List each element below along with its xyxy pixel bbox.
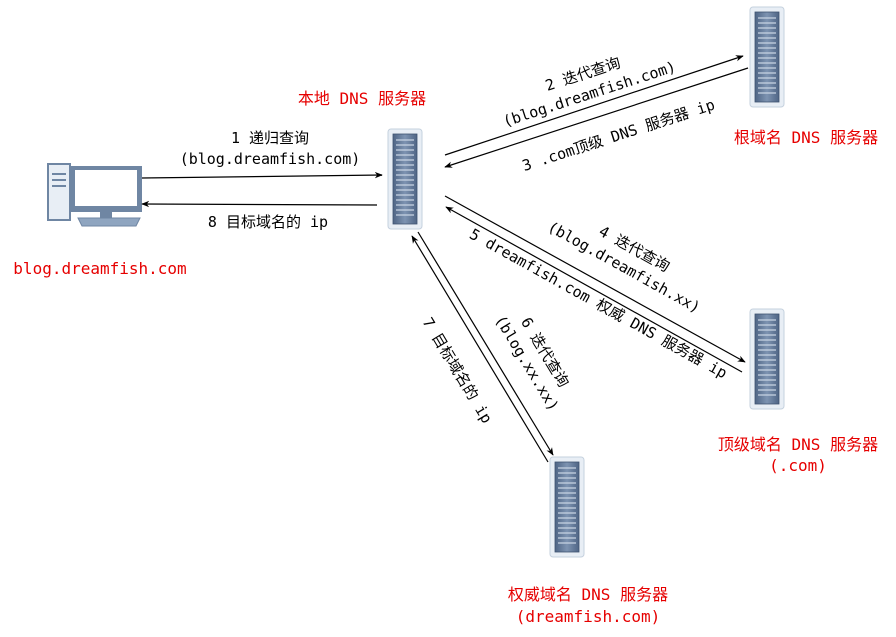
auth-dns-label-line2: (dreamfish.com) bbox=[516, 607, 661, 626]
root-dns-label: 根域名 DNS 服务器 bbox=[734, 128, 878, 147]
arrow-step6 bbox=[417, 231, 554, 456]
arrow-step7 bbox=[411, 235, 549, 463]
root-dns-server-icon bbox=[749, 6, 785, 108]
local-dns-label: 本地 DNS 服务器 bbox=[298, 89, 426, 108]
arrow-step4 bbox=[444, 195, 746, 363]
tld-dns-label-line1: 顶级域名 DNS 服务器 bbox=[718, 435, 878, 454]
local-dns-server-icon bbox=[387, 128, 423, 230]
computer-icon bbox=[47, 163, 142, 227]
arrow-step3 bbox=[444, 67, 749, 168]
step1-label-line1: 1 递归查询 bbox=[231, 129, 309, 147]
auth-dns-label-line1: 权威域名 DNS 服务器 bbox=[508, 585, 668, 604]
auth-dns-server-icon bbox=[549, 456, 585, 558]
tld-dns-server-icon bbox=[749, 308, 785, 410]
step1-label-line2: (blog.dreamfish.com) bbox=[180, 150, 361, 168]
step7-label: 7 目标域名的 ip bbox=[419, 314, 496, 426]
arrow-step1 bbox=[141, 171, 383, 179]
tld-dns-label-line2: (.com) bbox=[769, 456, 827, 475]
step8-label: 8 目标域名的 ip bbox=[208, 213, 328, 231]
arrow-step8 bbox=[141, 200, 378, 208]
client-label: blog.dreamfish.com bbox=[13, 259, 186, 278]
arrow-step2 bbox=[444, 55, 744, 156]
arrow-step5 bbox=[445, 206, 743, 373]
